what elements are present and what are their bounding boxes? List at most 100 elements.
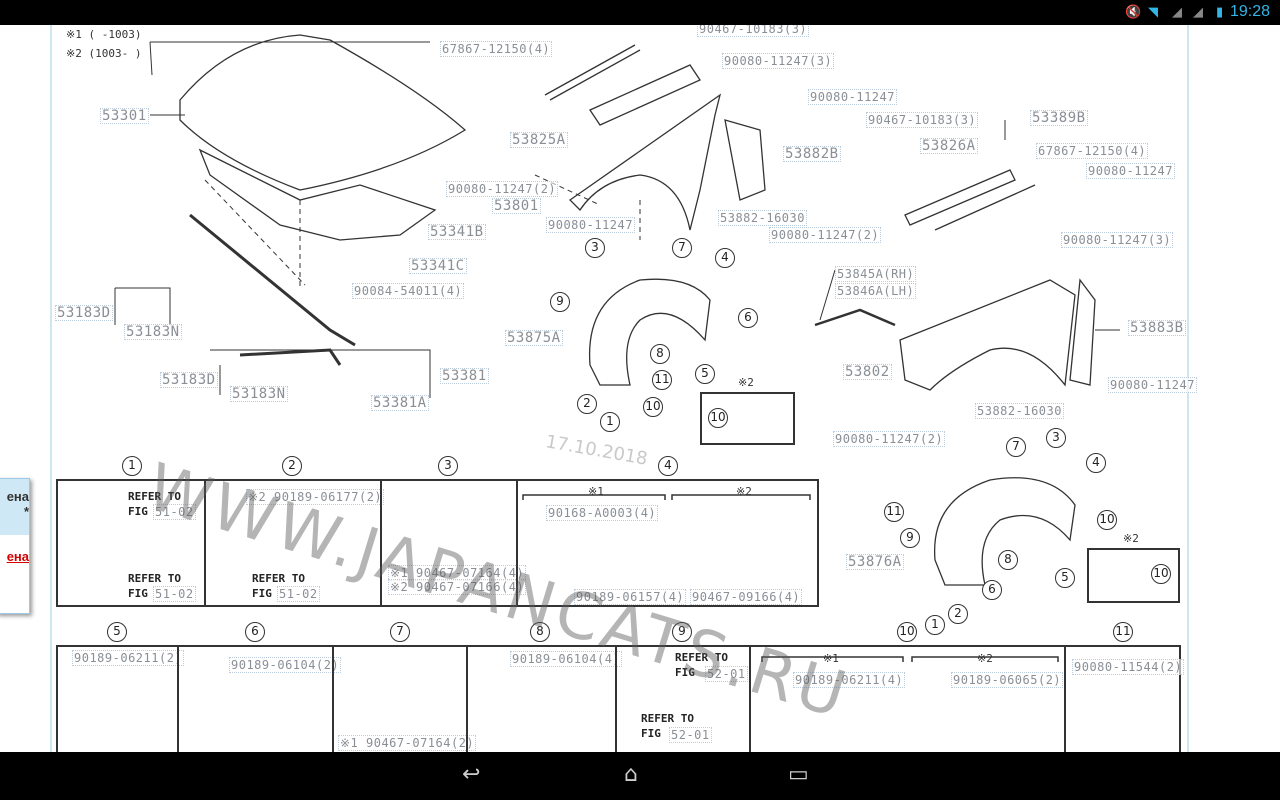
fig-link[interactable]: 51-02	[153, 504, 196, 520]
callout: 5	[107, 622, 127, 642]
callout: 10	[708, 408, 728, 428]
part-label[interactable]: 53802	[843, 364, 892, 380]
fig-link[interactable]: 52-01	[705, 666, 748, 682]
part-label[interactable]: 90080-11247(2)	[769, 227, 882, 243]
signal-icon: ◢	[1172, 5, 1182, 20]
price-link[interactable]: ена	[6, 549, 29, 564]
callout: 8	[530, 622, 550, 642]
part-label[interactable]: 53882-16030	[975, 403, 1064, 419]
part-label[interactable]: 90168-A0003(4)	[546, 505, 659, 521]
callout: 7	[1006, 437, 1026, 457]
refer-text: REFER TO FIG	[128, 490, 181, 518]
part-label[interactable]: 53381A	[371, 395, 429, 411]
part-label[interactable]: 53301	[100, 108, 149, 124]
fig-link[interactable]: 52-01	[669, 727, 712, 743]
part-label[interactable]: 53825A	[510, 132, 568, 148]
part-label[interactable]: 90080-11247	[808, 89, 897, 105]
detail-box-6: 90189-06104(2)	[177, 645, 342, 760]
part-label[interactable]: 90084-54011(4)	[352, 283, 465, 299]
callout: 6	[738, 308, 758, 328]
part-label[interactable]: 90080-11247	[1108, 377, 1197, 393]
home-icon[interactable]: ⌂	[624, 762, 638, 787]
callout: 1	[925, 615, 945, 635]
part-label[interactable]: 90467-10183(3)	[866, 112, 979, 128]
part-label[interactable]: 53389B	[1030, 110, 1088, 126]
part-label[interactable]: 90080-11247(2)	[833, 431, 946, 447]
part-label[interactable]: 90080-11247	[546, 217, 635, 233]
part-label[interactable]: 53183D	[55, 305, 113, 321]
part-label[interactable]: 53882-16030	[718, 210, 807, 226]
dashed-leader-lines	[204, 174, 641, 290]
part-label[interactable]: 53846A(LH)	[835, 283, 917, 299]
part-label[interactable]: 53801	[492, 198, 541, 214]
detail-box-2: ※2 90189-06177(2) REFER TO FIG 51-02	[204, 479, 385, 607]
part-label[interactable]: 53341B	[428, 224, 486, 240]
callout: 2	[948, 604, 968, 624]
part-label[interactable]: ※1 90467-07164(2)	[338, 735, 477, 751]
detail-box-11: 90080-11544(2)	[1064, 645, 1185, 760]
liner-right-shape	[933, 477, 1076, 586]
callout: 9	[672, 622, 692, 642]
part-label[interactable]: 90189-06104(4)	[510, 651, 623, 667]
part-label[interactable]: 53845A(RH)	[835, 266, 917, 282]
part-label[interactable]: 90189-06157(4)	[574, 589, 687, 605]
callout: 3	[438, 456, 458, 476]
fender-seal-left-shape	[724, 119, 766, 201]
variant-mark: ※2	[977, 652, 993, 665]
detail-box-5: 90189-06211(2)	[56, 645, 185, 760]
part-label[interactable]: 90467-10183(3)	[697, 21, 810, 37]
part-label[interactable]: 53183N	[230, 386, 288, 402]
seal-strip-right-shape	[934, 184, 1036, 231]
fig-link[interactable]: 51-02	[277, 586, 320, 602]
part-label[interactable]: 67867-12150(4)	[1036, 143, 1149, 159]
part-label[interactable]: 90189-06211(2)	[72, 650, 185, 666]
callout: 9	[550, 292, 570, 312]
back-icon[interactable]: ↩	[462, 762, 481, 787]
detail-box-8: 90189-06104(4)	[466, 645, 623, 760]
part-label[interactable]: ※2 90189-06177(2)	[246, 489, 385, 505]
price-popup[interactable]: ена* ена	[0, 478, 30, 614]
detail-box-9: REFER TO FIG 52-01 REFER TO FIG 52-01	[615, 645, 751, 760]
part-label[interactable]: 53826A	[920, 138, 978, 154]
part-label[interactable]: 53883B	[1128, 320, 1186, 336]
refer-text: REFER TO FIG	[252, 572, 305, 600]
part-label[interactable]: 90189-06065(2)	[951, 672, 1064, 688]
variant-mark: ※1	[823, 652, 839, 665]
part-label[interactable]: 90080-11247(2)	[446, 181, 559, 197]
fender-panel-shape	[589, 64, 701, 126]
part-label[interactable]: 53882B	[783, 146, 841, 162]
callout: 8	[998, 550, 1018, 570]
page-border-left	[50, 25, 52, 752]
part-label[interactable]: ※2 90467-07166(4)	[388, 579, 527, 595]
part-label[interactable]: 90080-11544(2)	[1072, 659, 1185, 675]
recents-icon[interactable]: ▭	[788, 762, 809, 787]
clock: 19:28	[1229, 3, 1270, 20]
variant-mark: ※2	[736, 485, 752, 498]
part-label[interactable]: 53381	[440, 368, 489, 384]
part-label[interactable]: 53876A	[846, 554, 904, 570]
price-header: ена*	[0, 479, 29, 535]
part-label[interactable]: 90467-09166(4)	[690, 589, 803, 605]
fig-link[interactable]: 51-02	[153, 586, 196, 602]
part-label[interactable]: 53875A	[505, 330, 563, 346]
navigation-bar: ↩ ⌂ ▭	[0, 752, 1280, 800]
callout: 4	[1086, 453, 1106, 473]
part-label[interactable]: 90080-11247(3)	[1061, 232, 1174, 248]
refer-text: REFER TO FIG	[675, 651, 728, 679]
part-label[interactable]: 90080-11247	[1086, 163, 1175, 179]
callout: 3	[1046, 428, 1066, 448]
fender-panel-right-shape	[904, 169, 1016, 226]
callout: 9	[900, 528, 920, 548]
part-label[interactable]: 90189-06104(2)	[229, 657, 342, 673]
part-label[interactable]: 90189-06211(4)	[793, 672, 906, 688]
part-label[interactable]: 53183D	[160, 372, 218, 388]
part-label[interactable]: 67867-12150(4)	[440, 41, 553, 57]
part-label[interactable]: 90080-11247(3)	[722, 53, 835, 69]
detail-box-4: ※1 ※2 90168-A0003(4) 90189-06157(4) 9046…	[516, 479, 819, 607]
detail-box-3: ※1 90467-07164(4) ※2 90467-07166(4)	[380, 479, 527, 607]
callout: 10	[643, 397, 663, 417]
part-label[interactable]: 53183N	[124, 324, 182, 340]
asterisk: *	[23, 504, 29, 519]
callout: 7	[672, 238, 692, 258]
part-label[interactable]: 53341C	[409, 258, 467, 274]
